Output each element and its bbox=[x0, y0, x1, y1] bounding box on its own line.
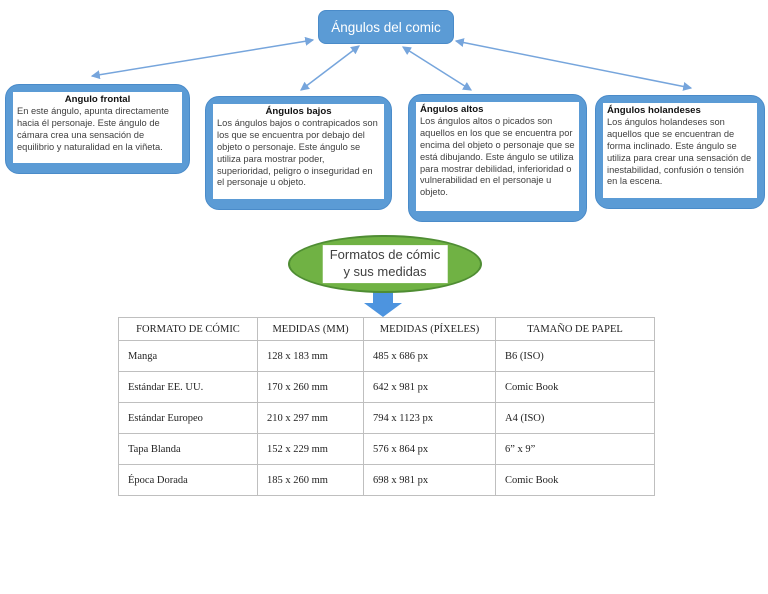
connector-arrow-bajos bbox=[300, 45, 360, 91]
table-cell: 642 x 981 px bbox=[363, 371, 496, 403]
table-cell: A4 (ISO) bbox=[495, 402, 655, 434]
table-cell: B6 (ISO) bbox=[495, 340, 655, 372]
connector-arrow-holandeses bbox=[454, 38, 693, 91]
node-text-panel: Ángulos holandeses Los ángulos holandese… bbox=[603, 103, 757, 198]
table-cell: Comic Book bbox=[495, 464, 655, 496]
table-cell: Tapa Blanda bbox=[118, 433, 258, 465]
node-body: Los ángulos holandeses son aquellos que … bbox=[607, 116, 752, 187]
node-text-panel: Angulo frontal En este ángulo, apunta di… bbox=[13, 92, 182, 163]
node-formatos-ellipse: Formatos de cómic y sus medidas bbox=[288, 235, 482, 293]
table-cell: 698 x 981 px bbox=[363, 464, 496, 496]
node-angulo-frontal: Angulo frontal En este ángulo, apunta di… bbox=[5, 84, 190, 174]
table-cell: 485 x 686 px bbox=[363, 340, 496, 372]
node-angulos-bajos: Ángulos bajos Los ángulos bajos o contra… bbox=[205, 96, 392, 210]
table-row: Estándar EE. UU. 170 x 260 mm 642 x 981 … bbox=[118, 371, 655, 403]
table-cell: 185 x 260 mm bbox=[257, 464, 364, 496]
connector-arrow-altos bbox=[401, 46, 473, 91]
table-cell: 794 x 1123 px bbox=[363, 402, 496, 434]
table-row: Tapa Blanda 152 x 229 mm 576 x 864 px 6”… bbox=[118, 433, 655, 465]
node-body: En este ángulo, apunta directamente haci… bbox=[17, 105, 169, 152]
header-medidas-px: MEDIDAS (PÍXELES) bbox=[363, 317, 496, 341]
table-cell: 576 x 864 px bbox=[363, 433, 496, 465]
node-title: Angulo frontal bbox=[64, 94, 131, 105]
node-angulos-del-comic: Ángulos del comic bbox=[318, 10, 454, 44]
table-row: Estándar Europeo 210 x 297 mm 794 x 1123… bbox=[118, 402, 655, 434]
node-text-panel: Ángulos bajos Los ángulos bajos o contra… bbox=[213, 104, 384, 199]
node-body: Los ángulos altos o picados son aquellos… bbox=[420, 115, 575, 198]
node-title: Ángulos holandeses bbox=[607, 105, 701, 116]
header-tamano-papel: TAMAÑO DE PAPEL bbox=[495, 317, 655, 341]
table-cell: Época Dorada bbox=[118, 464, 258, 496]
table-cell: 152 x 229 mm bbox=[257, 433, 364, 465]
header-formato: FORMATO DE CÓMIC bbox=[118, 317, 258, 341]
node-title: Ángulos altos bbox=[420, 104, 484, 115]
node-angulos-altos: Ángulos altos Los ángulos altos o picado… bbox=[408, 94, 587, 222]
table-cell: 170 x 260 mm bbox=[257, 371, 364, 403]
table-cell: Estándar Europeo bbox=[118, 402, 258, 434]
table-row: Manga 128 x 183 mm 485 x 686 px B6 (ISO) bbox=[118, 340, 655, 372]
node-body: Los ángulos bajos o contrapicados son lo… bbox=[217, 117, 378, 188]
node-text-panel: Ángulos altos Los ángulos altos o picado… bbox=[416, 102, 579, 211]
node-title: Ángulos bajos bbox=[265, 106, 332, 117]
node-angulos-holandeses: Ángulos holandeses Los ángulos holandese… bbox=[595, 95, 765, 209]
table-cell: 210 x 297 mm bbox=[257, 402, 364, 434]
formats-label-line1: Formatos de cómic bbox=[329, 247, 441, 263]
table-header-row: FORMATO DE CÓMIC MEDIDAS (MM) MEDIDAS (P… bbox=[118, 317, 655, 341]
formats-table: FORMATO DE CÓMIC MEDIDAS (MM) MEDIDAS (P… bbox=[118, 317, 655, 496]
table-cell: Comic Book bbox=[495, 371, 655, 403]
table-cell: 128 x 183 mm bbox=[257, 340, 364, 372]
table-cell: Manga bbox=[118, 340, 258, 372]
table-row: Época Dorada 185 x 260 mm 698 x 981 px C… bbox=[118, 464, 655, 496]
formats-ellipse-label: Formatos de cómic y sus medidas bbox=[322, 245, 448, 283]
header-medidas-mm: MEDIDAS (MM) bbox=[257, 317, 364, 341]
connector-arrow-frontal bbox=[90, 36, 315, 80]
root-node-label: Ángulos del comic bbox=[331, 19, 441, 35]
table-cell: 6” x 9” bbox=[495, 433, 655, 465]
table-cell: Estándar EE. UU. bbox=[118, 371, 258, 403]
formats-label-line2: y sus medidas bbox=[343, 264, 427, 279]
